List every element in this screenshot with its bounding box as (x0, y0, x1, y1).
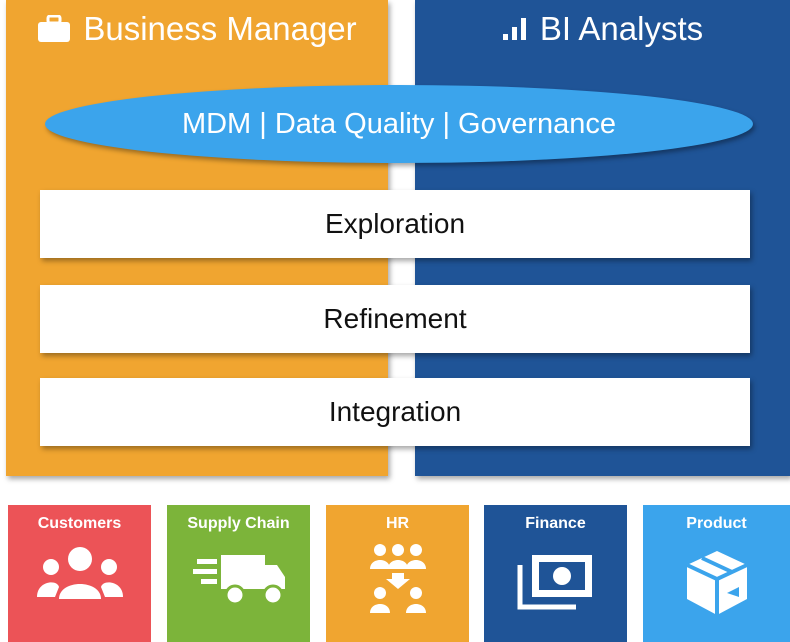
hr-label: HR (385, 515, 410, 532)
money-icon (517, 555, 592, 610)
finance-label: Finance (525, 515, 586, 532)
supply-chain-label: Supply Chain (187, 515, 290, 532)
business-manager-header: Business Manager (6, 10, 388, 48)
exploration-layer: Exploration (40, 190, 750, 258)
refinement-label: Refinement (323, 303, 467, 334)
governance-ellipse: MDM | Data Quality | Governance (45, 85, 753, 163)
bi-analysts-title: BI Analysts (539, 10, 704, 47)
truck-icon (192, 555, 285, 606)
supply-chain-tile: Supply Chain (167, 505, 310, 642)
integration-label: Integration (328, 396, 462, 427)
users-icon (36, 547, 123, 599)
box-icon (685, 551, 748, 615)
product-tile: Product (643, 505, 790, 642)
customers-label: Customers (37, 515, 122, 532)
finance-tile: Finance (484, 505, 627, 642)
exploration-label: Exploration (324, 208, 466, 239)
bi-analysts-header: BI Analysts (415, 10, 790, 48)
bar-chart-icon (502, 18, 526, 40)
product-label: Product (686, 515, 747, 532)
customers-tile: Customers (8, 505, 151, 642)
team-transfer-icon (369, 544, 426, 613)
governance-label: MDM | Data Quality | Governance (181, 107, 617, 140)
refinement-layer: Refinement (40, 285, 750, 353)
integration-layer: Integration (40, 378, 750, 446)
business-manager-title: Business Manager (83, 10, 357, 47)
hr-tile: HR (326, 505, 469, 642)
briefcase-icon (38, 15, 71, 42)
